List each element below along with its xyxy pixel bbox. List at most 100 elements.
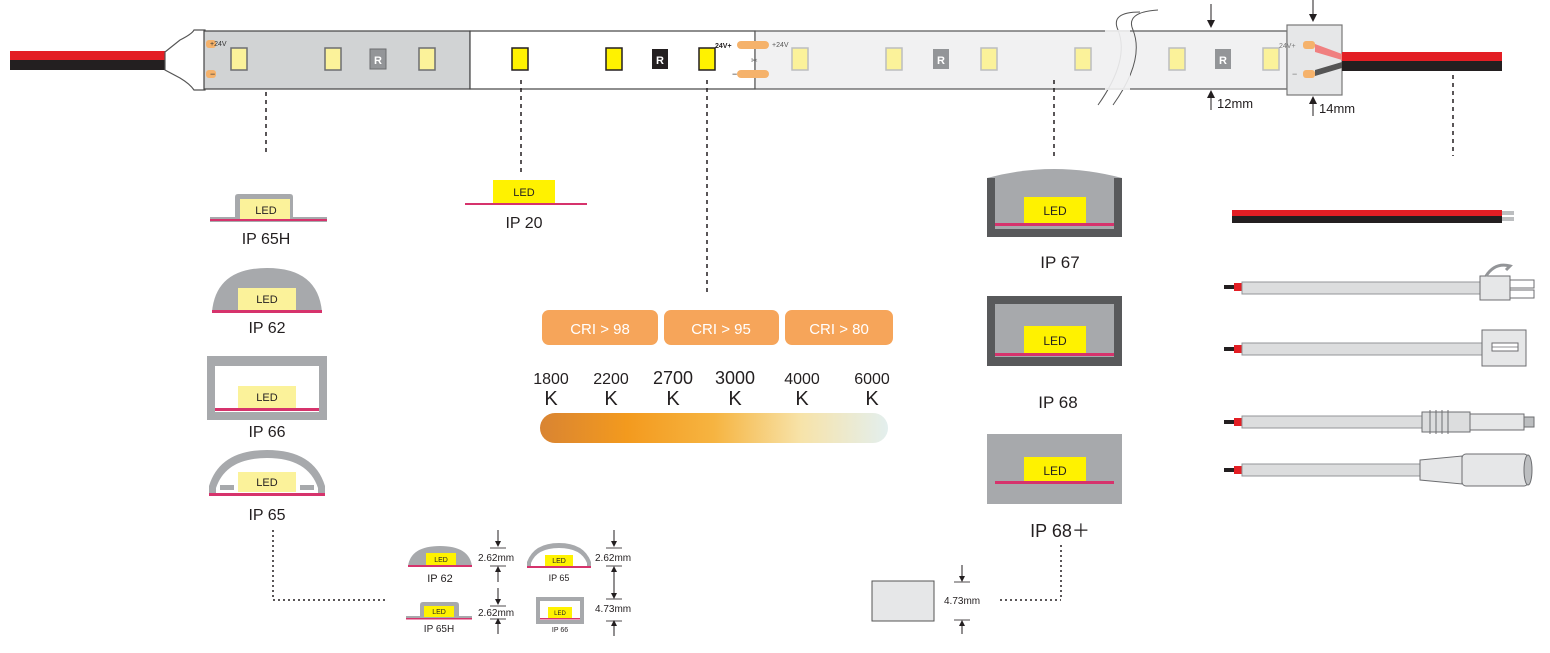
svg-text:IP 65: IP 65 [549, 573, 570, 583]
svg-text:CRI > 80: CRI > 80 [809, 321, 869, 338]
cct-2700: 2700 [653, 368, 693, 388]
resistor-segment-1: R [369, 48, 387, 70]
svg-text:LED: LED [1043, 204, 1067, 218]
svg-text:LED: LED [434, 557, 448, 564]
svg-text:R: R [656, 55, 664, 67]
svg-text:K: K [865, 388, 879, 410]
led-chips-segment-3 [791, 47, 1280, 71]
thickness-ip65h: LED IP 65H 2.62mm [406, 588, 514, 635]
svg-text:−: − [1292, 69, 1297, 79]
thickness-ip65: LED IP 65 2.62mm [527, 530, 631, 583]
svg-text:LED: LED [432, 609, 446, 616]
svg-text:R: R [374, 55, 382, 67]
connector-bare-wire [1232, 210, 1514, 223]
profile-ip65: LED IP 65 [209, 450, 325, 524]
svg-text:LED: LED [1043, 464, 1067, 478]
cct-gradient-bar [540, 413, 888, 443]
ip66-label: IP 66 [248, 424, 285, 441]
led-chips-segment-2 [511, 47, 716, 71]
minus-label-mid: − [732, 69, 737, 79]
thickness-ip62: LED IP 62 2.62mm [408, 530, 514, 585]
profile-ip68: LED IP 68 [987, 296, 1122, 412]
left-solder-pads: +24V − [206, 40, 227, 79]
led-strip: +24V − R R 24V+ − +24V [10, 9, 1502, 106]
thickness-ip68: 4.73mm [871, 565, 980, 634]
dimension-12mm: 12mm [1207, 4, 1253, 111]
svg-text:R: R [1219, 55, 1227, 67]
cct-2200: 2200 [593, 371, 629, 388]
svg-text:2.62mm: 2.62mm [478, 608, 514, 619]
svg-text:K: K [666, 388, 680, 410]
svg-text:CRI > 95: CRI > 95 [691, 321, 751, 338]
cct-values: 1800 K 2200 K 2700 K 3000 K 4000 K 6000 … [533, 368, 890, 410]
ip62-label: IP 62 [248, 320, 285, 337]
ip20-label: IP 20 [505, 215, 542, 232]
left-end-cap [164, 29, 206, 91]
svg-text:LED: LED [256, 477, 277, 489]
cct-6000: 6000 [854, 371, 890, 388]
strip-segment-coated-2 [754, 30, 1288, 90]
svg-text:LED: LED [552, 558, 566, 565]
svg-text:24V+: 24V+ [1279, 43, 1296, 50]
profile-ip65h: LED IP 65H [210, 194, 327, 248]
plus-24v-label-left: +24V [210, 41, 227, 48]
cri-badges: CRI > 98 CRI > 95 CRI > 80 [542, 310, 893, 345]
svg-text:2.62mm: 2.62mm [595, 553, 631, 564]
svg-text:K: K [544, 388, 558, 410]
svg-text:IP 65H: IP 65H [424, 624, 454, 635]
scissors-icon: ✂ [751, 56, 758, 65]
ip67-label: IP 67 [1040, 253, 1079, 272]
cri-badge-98 [542, 310, 658, 345]
left-wires [10, 51, 170, 70]
profile-ip62: LED IP 62 [212, 268, 322, 337]
cct-1800: 1800 [533, 371, 569, 388]
svg-text:IP 66: IP 66 [552, 627, 568, 634]
connector-dc-female [1224, 453, 1533, 487]
svg-text:LED: LED [1043, 334, 1067, 348]
connector-male-jst [1224, 263, 1535, 301]
ip68-label: IP 68 [1038, 393, 1077, 412]
profile-ip66: LED IP 66 [207, 356, 327, 441]
dim-14mm-label: 14mm [1319, 101, 1355, 116]
minus-label-left: − [210, 69, 215, 79]
svg-text:K: K [795, 388, 809, 410]
plus-24v-label-mid-right: +24V [772, 42, 789, 49]
led-chips-segment-1 [230, 47, 436, 71]
svg-text:CRI > 98: CRI > 98 [570, 321, 630, 338]
connector-female-jst [1224, 329, 1527, 367]
profile-ip68plus: LED IP 68＋ [987, 434, 1122, 541]
right-end-cap [1286, 24, 1343, 96]
svg-text:LED: LED [255, 205, 276, 217]
svg-text:LED: LED [554, 611, 566, 617]
ip68plus-label: IP 68＋ [1030, 521, 1090, 541]
profile-ip20: LED IP 20 [465, 180, 587, 232]
dimension-14mm: 14mm [1309, 0, 1355, 116]
profile-ip67: LED IP 67 [987, 169, 1122, 272]
plus-24v-label-mid: 24V+ [715, 43, 732, 50]
ip65-label: IP 65 [248, 507, 285, 524]
leader-lines [265, 75, 1454, 294]
svg-text:4.73mm: 4.73mm [944, 596, 980, 607]
svg-text:K: K [728, 388, 742, 410]
svg-text:LED: LED [256, 294, 277, 306]
cri-badge-80 [785, 310, 893, 345]
svg-text:LED: LED [256, 392, 277, 404]
svg-text:R: R [937, 55, 945, 67]
dim-12mm-label: 12mm [1217, 96, 1253, 111]
cct-4000: 4000 [784, 371, 820, 388]
cct-3000: 3000 [715, 368, 755, 388]
svg-text:LED: LED [513, 187, 534, 199]
svg-text:4.73mm: 4.73mm [595, 604, 631, 615]
connector-dc-male [1224, 410, 1535, 434]
thickness-ip66: LED IP 66 4.73mm [536, 582, 631, 636]
svg-text:2.62mm: 2.62mm [478, 553, 514, 564]
right-cap-detail: 24V+ − [1279, 41, 1342, 79]
ip65h-label: IP 65H [242, 231, 291, 248]
svg-text:K: K [604, 388, 618, 410]
resistors-segment-3: R R [933, 49, 1231, 69]
right-wires [1342, 52, 1502, 71]
resistor-segment-2: R [652, 49, 668, 69]
svg-text:IP 62: IP 62 [427, 573, 453, 585]
middle-solder-pads: 24V+ − +24V ✂ [715, 41, 789, 79]
